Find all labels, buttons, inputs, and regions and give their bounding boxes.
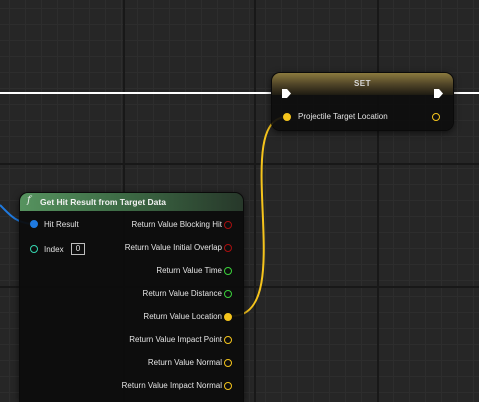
exec-in-pin-icon[interactable] — [281, 88, 292, 99]
projectile-target-location-label: Projectile Target Location — [298, 112, 388, 121]
output-label-distance: Return Value Distance — [142, 289, 222, 298]
output-label-normal: Return Value Normal — [147, 358, 222, 367]
output-label-blocking-hit: Return Value Blocking Hit — [131, 220, 222, 229]
output-label-impact-normal: Return Value Impact Normal — [121, 381, 222, 390]
set-node-title: SET — [353, 79, 372, 88]
location-out-pin-icon[interactable] — [224, 313, 232, 321]
output-label-impact-point: Return Value Impact Point — [129, 335, 222, 344]
normal-out-pin-icon[interactable] — [224, 359, 232, 367]
time-out-pin-icon[interactable] — [224, 267, 232, 275]
projectile-target-location-out-pin-icon[interactable] — [432, 113, 440, 121]
output-label-initial-overlap: Return Value Initial Overlap — [124, 243, 222, 252]
exec-out-pin-icon[interactable] — [433, 88, 444, 99]
hit-result-in-pin-icon[interactable] — [30, 220, 38, 228]
get-hit-result-title: Get Hit Result from Target Data — [40, 197, 166, 207]
impact-normal-out-pin-icon[interactable] — [224, 382, 232, 390]
function-icon: f — [27, 195, 31, 206]
index-in-pin-icon[interactable] — [30, 245, 38, 253]
index-label: Index — [44, 245, 64, 254]
projectile-target-location-in-pin-icon[interactable] — [283, 113, 291, 121]
index-input[interactable]: 0 — [71, 243, 85, 255]
distance-out-pin-icon[interactable] — [224, 290, 232, 298]
get-hit-result-node[interactable]: f Get Hit Result from Target Data Hit Re… — [20, 193, 243, 402]
blocking-hit-out-pin-icon[interactable] — [224, 221, 232, 229]
output-label-time: Return Value Time — [156, 266, 222, 275]
output-label-location: Return Value Location — [143, 312, 222, 321]
initial-overlap-out-pin-icon[interactable] — [224, 244, 232, 252]
set-node-header: SET — [272, 73, 453, 95]
get-hit-result-header: f Get Hit Result from Target Data — [20, 193, 243, 211]
set-node[interactable]: SET Projectile Target Location — [272, 73, 453, 130]
impact-point-out-pin-icon[interactable] — [224, 336, 232, 344]
hit-result-label: Hit Result — [44, 220, 79, 229]
